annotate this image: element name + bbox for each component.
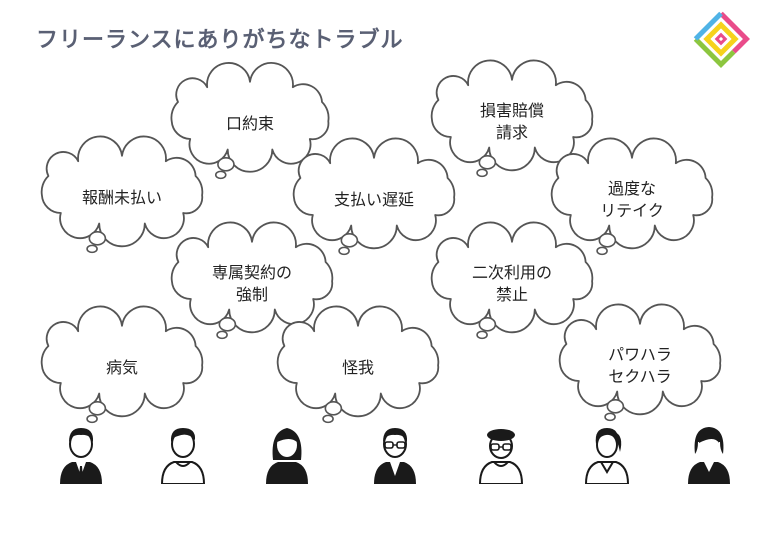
cloud-verbal-promise: 口約束 bbox=[164, 62, 336, 180]
cloud-secondary-use: 二次利用の禁止 bbox=[424, 221, 600, 340]
cloud-label: 専属契約の強制 bbox=[164, 236, 340, 332]
cloud-label: 口約束 bbox=[164, 76, 336, 172]
thought-bubble-icon bbox=[276, 305, 440, 424]
cloud-label: 報酬未払い bbox=[34, 150, 210, 246]
cloud-text-line: リテイク bbox=[600, 201, 664, 220]
cloud-illness: 病気 bbox=[34, 305, 210, 424]
cloud-unpaid-fee: 報酬未払い bbox=[34, 135, 210, 254]
cloud-text-line: 怪我 bbox=[341, 358, 374, 377]
thought-bubble-icon bbox=[430, 59, 594, 178]
man-beret-glasses-icon bbox=[478, 429, 524, 484]
cloud-excess-retake: 過度なリテイク bbox=[544, 137, 720, 256]
cloud-text-line: 支払い遅延 bbox=[333, 190, 414, 209]
logo-icon bbox=[693, 11, 750, 68]
cloud-late-payment: 支払い遅延 bbox=[286, 137, 462, 256]
cloud-label: 病気 bbox=[34, 320, 210, 416]
thought-bubble-icon bbox=[558, 303, 722, 422]
cloud-label: 過度なリテイク bbox=[544, 152, 720, 248]
cloud-text-line: 請求 bbox=[495, 123, 528, 142]
cloud-label: 損害賠償請求 bbox=[424, 74, 600, 170]
cloud-label: 支払い遅延 bbox=[286, 152, 462, 248]
thought-bubble-icon bbox=[430, 221, 594, 340]
cloud-text-line: 損害賠償 bbox=[479, 101, 544, 120]
cloud-text-line: 報酬未払い bbox=[81, 188, 162, 207]
cloud-damage-claim: 損害賠償請求 bbox=[424, 59, 600, 178]
cloud-text-line: 強制 bbox=[235, 285, 268, 304]
cloud-label: 二次利用の禁止 bbox=[424, 236, 600, 332]
man-casual-icon bbox=[160, 428, 206, 484]
cloud-label: 怪我 bbox=[270, 320, 446, 416]
cloud-text-line: 口約束 bbox=[225, 114, 274, 133]
cloud-injury: 怪我 bbox=[270, 305, 446, 424]
thought-bubble-icon bbox=[40, 135, 204, 254]
cloud-label: パワハラセクハラ bbox=[552, 318, 728, 414]
woman-ponytail-icon bbox=[584, 428, 630, 484]
people-row bbox=[0, 422, 768, 492]
cloud-exclusive-contract: 専属契約の強制 bbox=[164, 221, 340, 340]
cloud-text-line: 専属契約の bbox=[211, 263, 292, 282]
man-glasses-icon bbox=[374, 428, 416, 484]
page-title: フリーランスにありがちなトラブル bbox=[36, 28, 404, 53]
thought-bubble-icon bbox=[292, 137, 456, 256]
cloud-text-line: セクハラ bbox=[608, 367, 672, 386]
cloud-text-line: 病気 bbox=[105, 358, 138, 377]
cloud-text-line: 禁止 bbox=[495, 285, 528, 304]
cloud-text-line: 過度な bbox=[607, 179, 656, 198]
thought-bubble-icon bbox=[550, 137, 714, 256]
woman-long-hair-icon bbox=[266, 428, 308, 484]
cloud-harassment: パワハラセクハラ bbox=[552, 303, 728, 422]
thought-bubble-icon bbox=[170, 221, 334, 340]
cloud-text-line: パワハラ bbox=[608, 345, 672, 364]
cloud-text-line: 二次利用の bbox=[471, 263, 552, 282]
woman-bob-icon bbox=[688, 427, 730, 484]
thought-bubble-icon bbox=[40, 305, 204, 424]
thought-bubble-icon bbox=[170, 62, 330, 180]
man-suit-icon bbox=[60, 428, 102, 484]
